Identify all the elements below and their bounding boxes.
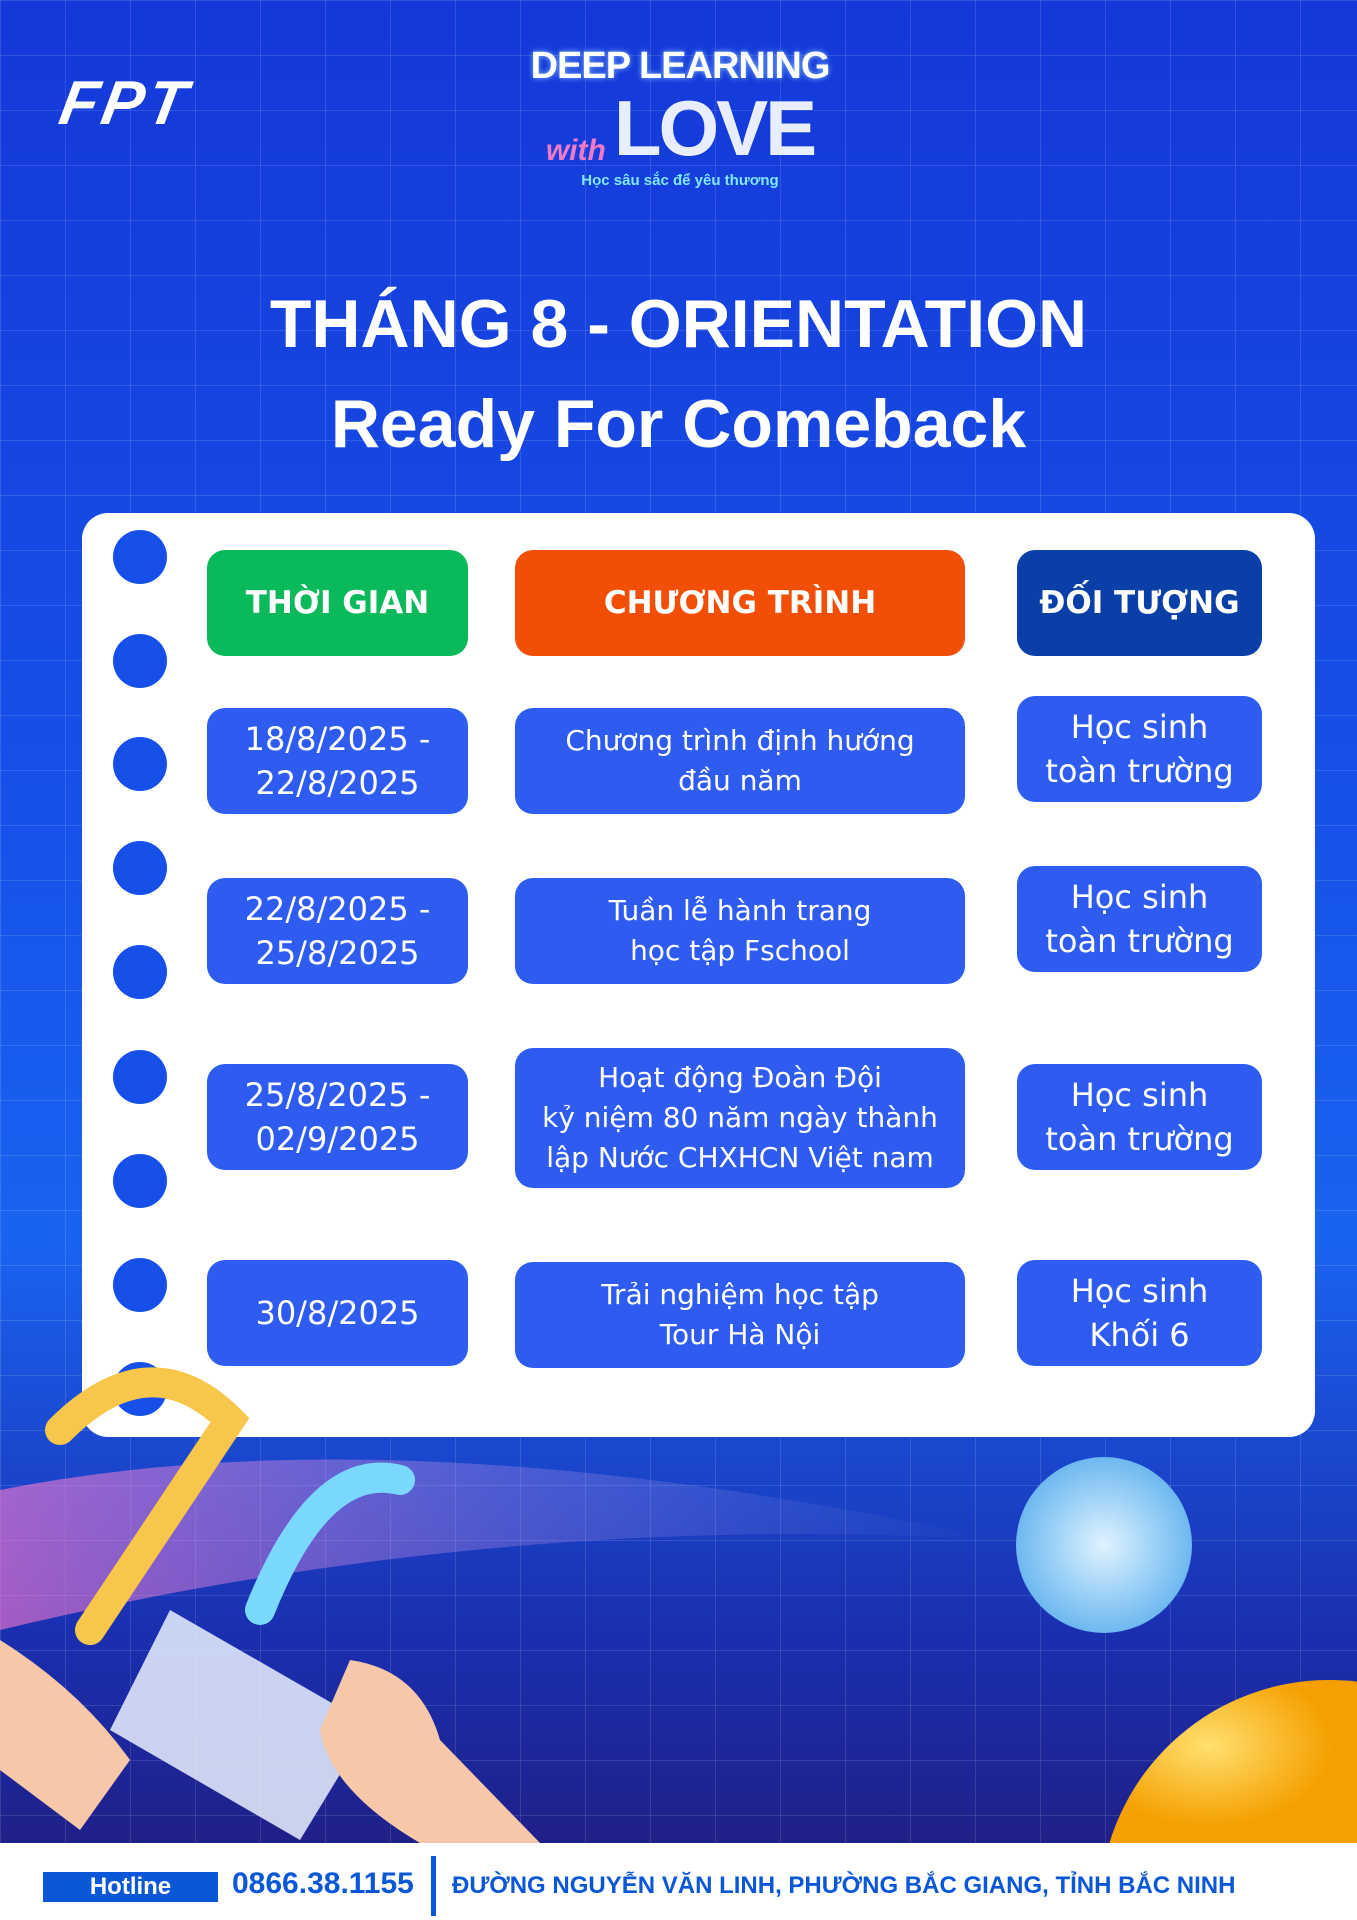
cell-program-text: Hoạt động Đoàn Đội kỷ niệm 80 năm ngày t…	[542, 1061, 938, 1174]
cell-program: Trải nghiệm học tập Tour Hà Nội	[515, 1262, 965, 1368]
cell-time-text: 25/8/2025 - 02/9/2025	[244, 1076, 431, 1158]
cell-time: 18/8/2025 - 22/8/2025	[207, 708, 468, 814]
cell-program-text: Chương trình định hướng đầu năm	[565, 724, 915, 797]
light-streak	[0, 1459, 1000, 1630]
cell-program-text: Tuần lễ hành trang học tập Fschool	[608, 894, 872, 967]
cell-time-text: 22/8/2025 - 25/8/2025	[244, 890, 431, 972]
footer-address: ĐƯỜNG NGUYỄN VĂN LINH, PHƯỜNG BẮC GIANG,…	[452, 1872, 1236, 1899]
sphere-yellow	[1109, 1679, 1357, 1843]
page-subtitle: Ready For Comeback	[330, 386, 1027, 462]
cell-audience: Học sinh toàn trường	[1017, 696, 1262, 802]
phone	[110, 1610, 370, 1840]
footer-divider	[431, 1856, 436, 1916]
cell-time-text: 30/8/2025	[255, 1294, 420, 1332]
cell-time: 25/8/2025 - 02/9/2025	[207, 1064, 468, 1170]
cell-time-text: 18/8/2025 - 22/8/2025	[244, 720, 431, 802]
ribbon	[245, 1462, 415, 1625]
fpt-logo: FPT	[54, 69, 196, 138]
binder-hole	[113, 841, 167, 895]
cell-program: Tuần lễ hành trang học tập Fschool	[515, 878, 965, 984]
cell-audience-text: Học sinh toàn trường	[1045, 878, 1234, 960]
cell-program-text: Trải nghiệm học tập Tour Hà Nội	[601, 1278, 879, 1351]
cell-audience-text: Học sinh toàn trường	[1045, 1076, 1234, 1158]
binder-hole	[113, 1050, 167, 1104]
binder-hole	[113, 530, 167, 584]
cell-audience: Học sinh Khối 6	[1017, 1260, 1262, 1366]
cell-audience-text: Học sinh Khối 6	[1070, 1272, 1209, 1354]
binder-hole	[113, 737, 167, 791]
logo-tagline: Học sâu sắc để yêu thương	[581, 172, 779, 189]
cell-audience: Học sinh toàn trường	[1017, 1064, 1262, 1170]
decorative-illustration	[0, 1367, 1357, 1843]
cell-program: Hoạt động Đoàn Đội kỷ niệm 80 năm ngày t…	[515, 1048, 965, 1188]
hand	[320, 1660, 540, 1843]
logo-love: LOVE	[613, 84, 817, 172]
cell-audience-text: Học sinh toàn trường	[1045, 708, 1234, 790]
footer: Hotline 0866.38.1155 ĐƯỜNG NGUYỄN VĂN LI…	[0, 1843, 1357, 1920]
deep-learning-with-love-logo: DEEP LEARNING with LOVE Học sâu sắc để y…	[505, 45, 855, 189]
logo-with: with	[545, 134, 606, 167]
header-program: CHƯƠNG TRÌNH	[515, 550, 965, 656]
logo-line1: DEEP LEARNING	[530, 45, 831, 87]
binder-hole	[113, 945, 167, 999]
header-time: THỜI GIAN	[207, 550, 468, 656]
ribbon	[45, 1367, 250, 1645]
sphere-blue	[1016, 1457, 1192, 1633]
header-audience: ĐỐI TƯỢNG	[1017, 550, 1262, 656]
cell-audience: Học sinh toàn trường	[1017, 866, 1262, 972]
cell-time: 22/8/2025 - 25/8/2025	[207, 878, 468, 984]
cell-program: Chương trình định hướng đầu năm	[515, 708, 965, 814]
hotline-label: Hotline	[43, 1872, 218, 1902]
hotline-phone[interactable]: 0866.38.1155	[232, 1867, 414, 1900]
binder-hole	[113, 634, 167, 688]
binder-hole	[113, 1154, 167, 1208]
cell-time: 30/8/2025	[207, 1260, 468, 1366]
binder-hole	[113, 1258, 167, 1312]
page-title: THÁNG 8 - ORIENTATION	[269, 286, 1088, 362]
hand	[0, 1640, 130, 1830]
